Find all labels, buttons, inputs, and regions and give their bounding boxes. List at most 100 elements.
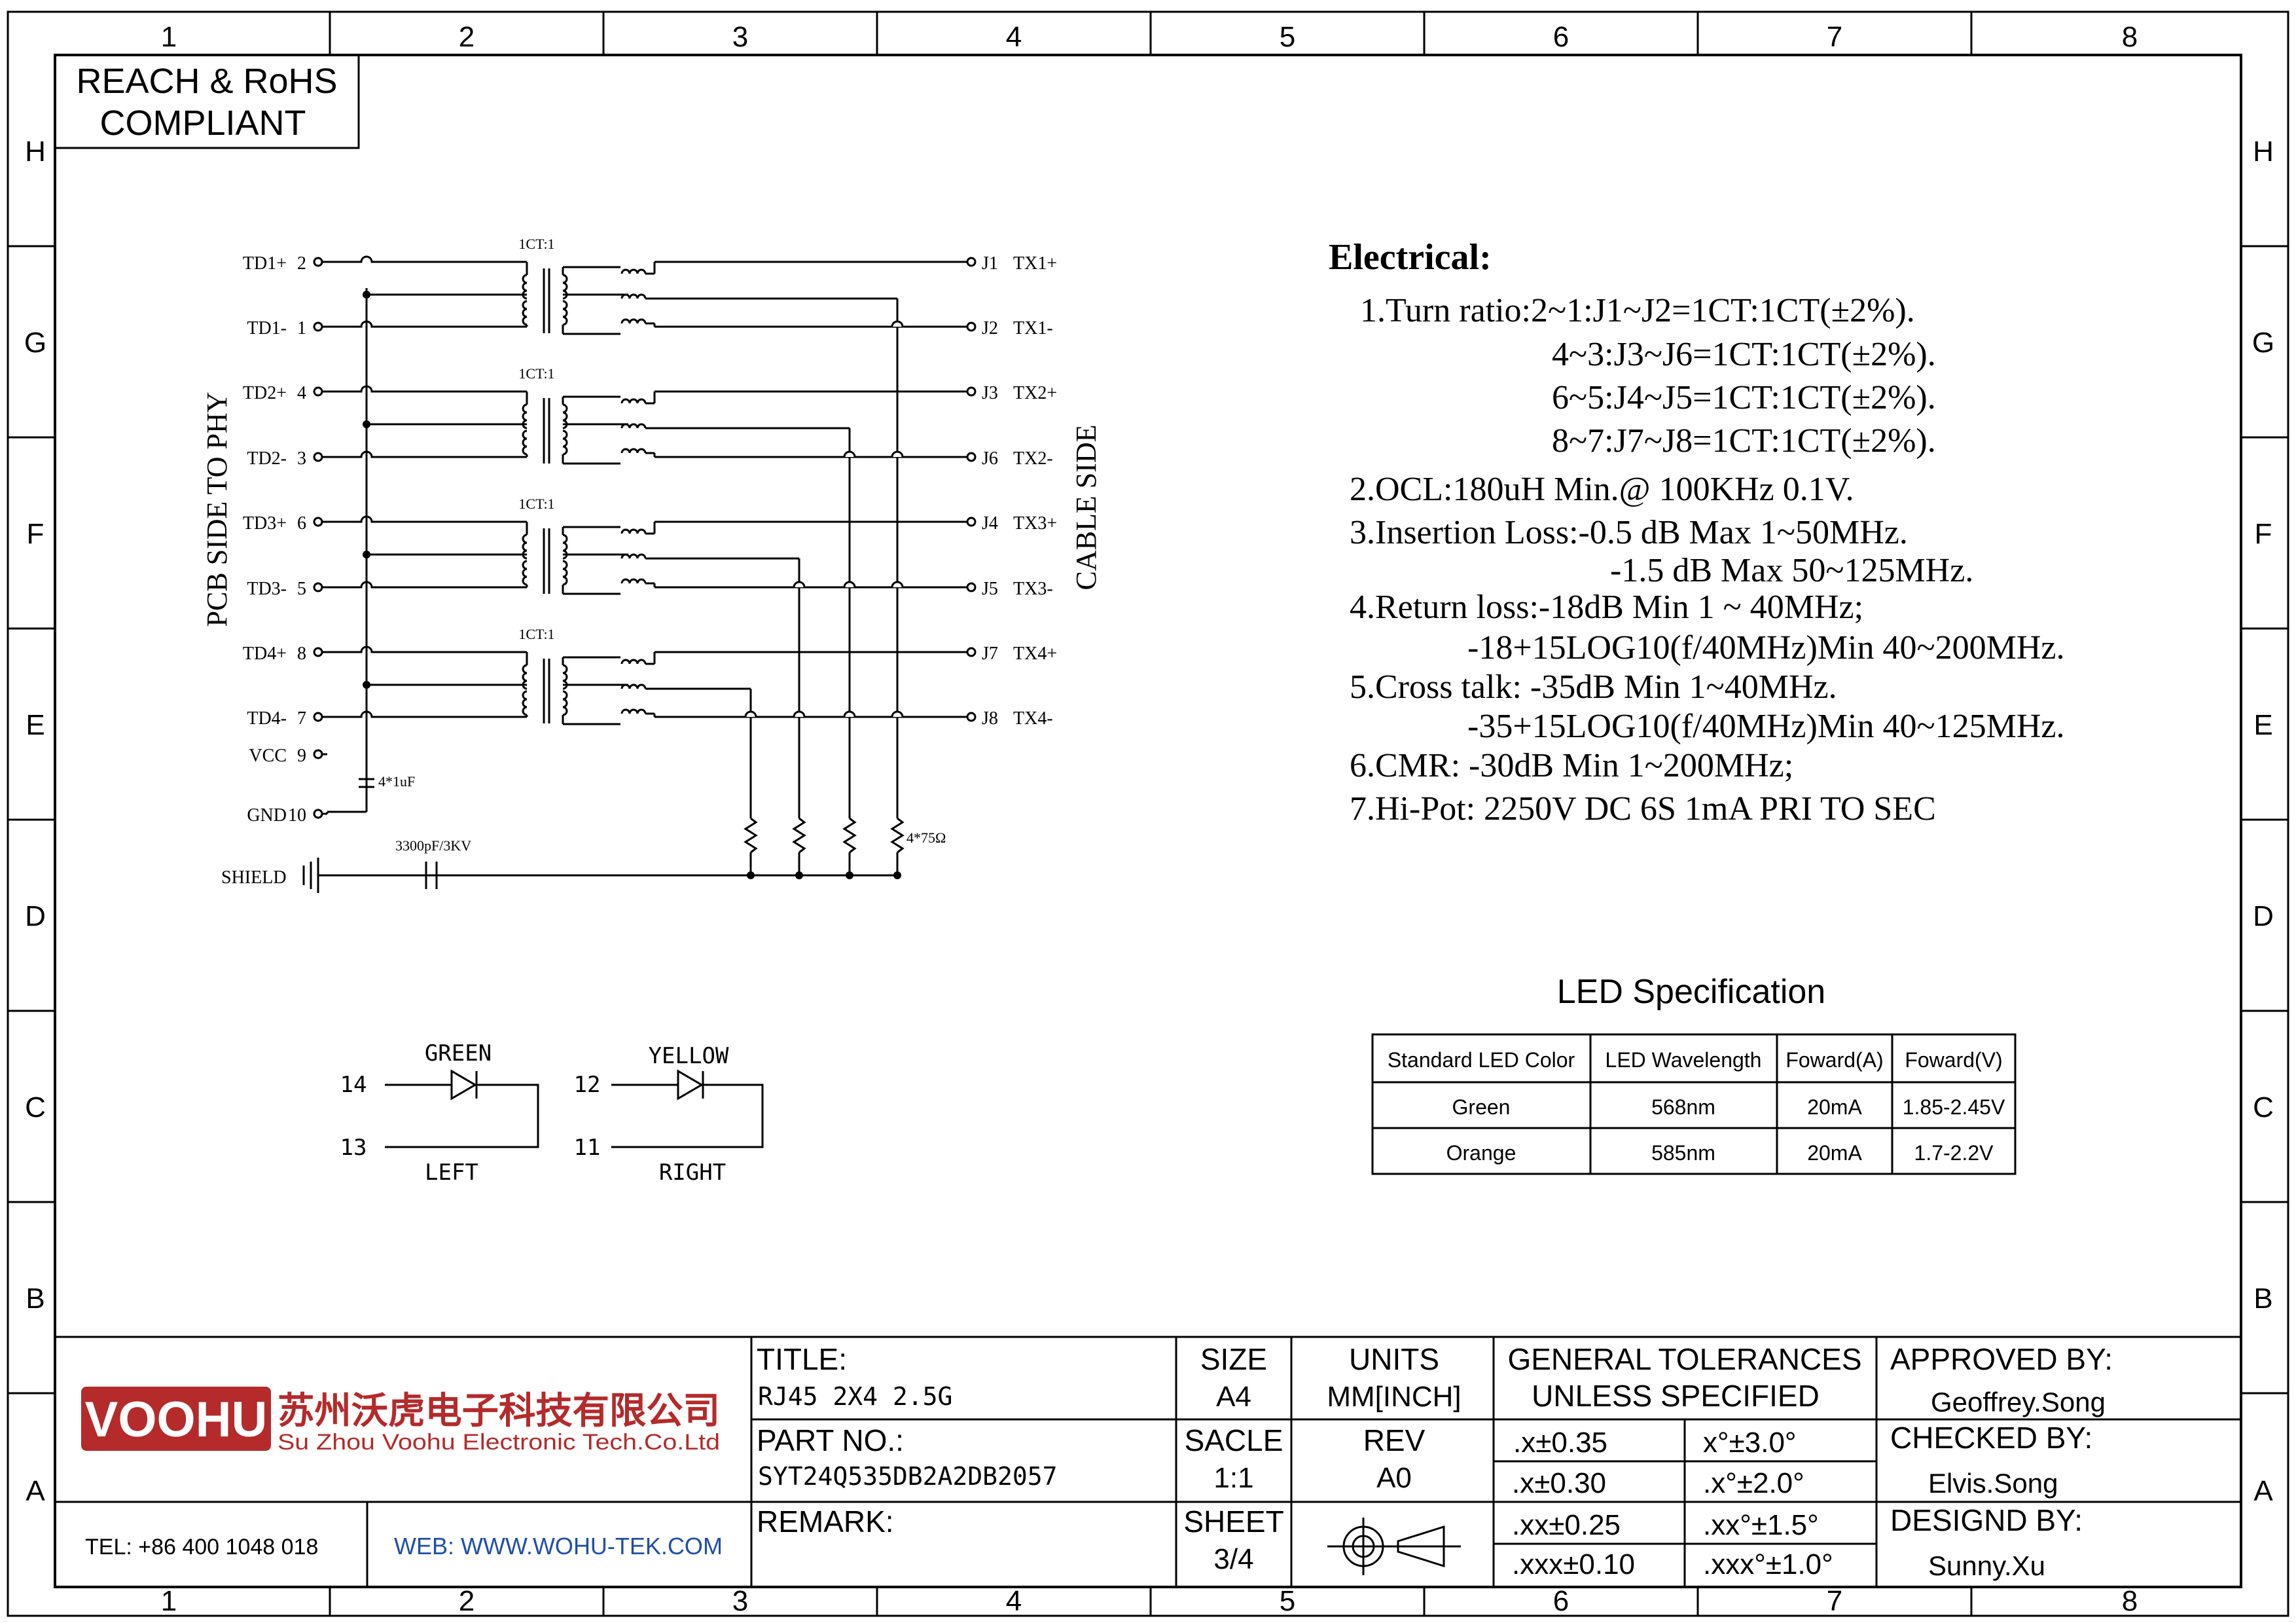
schematic-labels: TD1+2TD1-1TD2+4TD2-3TD3+6TD3-5TD4+8TD4-7… (243, 236, 1057, 826)
led-left (385, 1069, 539, 1148)
pcb-side-label: PCB SIDE TO PHY (201, 392, 233, 627)
title-block-lines (55, 1336, 2241, 1587)
zone-column-label: 2 (459, 21, 475, 53)
electrical-line: -1.5 dB Max 50~125MHz. (1610, 552, 1973, 589)
left-pin-number: 6 (297, 513, 306, 534)
zone-column-label: 4 (1006, 21, 1022, 53)
shield-cap-label: 3300pF/3KV (395, 837, 471, 854)
electrical-line: -35+15LOG10(f/40MHz)Min 40~125MHz. (1467, 708, 2064, 745)
right-pin-id: J7 (982, 644, 998, 664)
left-pin-terminal (313, 647, 323, 657)
tolerance-linear: .xx±0.25 (1512, 1509, 1621, 1541)
led-right-pin-b: 11 (574, 1135, 601, 1161)
table-cell: Green (1452, 1095, 1511, 1119)
transformer-group (363, 651, 967, 879)
table-header-cell: Foward(V) (1905, 1048, 2002, 1072)
zone-column-label: 5 (1280, 1585, 1295, 1617)
left-pin-name: TD2+ (243, 383, 287, 403)
electrical-line: 7.Hi-Pot: 2250V DC 6S 1mA PRI TO SEC (1350, 790, 1936, 828)
left-pin-terminal (313, 809, 323, 819)
zone-column-label: 6 (1553, 21, 1569, 53)
tolerance-angular: .x°±2.0° (1703, 1467, 1804, 1499)
left-pin-number: 8 (297, 644, 306, 664)
right-pin-terminal (966, 257, 977, 267)
tolerance-angular: x°±3.0° (1703, 1427, 1797, 1459)
left-pin-terminal (313, 582, 323, 593)
right-pin-name: TX2+ (1013, 383, 1057, 403)
zone-column-label: 7 (1827, 1585, 1842, 1617)
electrical-heading: Electrical: (1329, 237, 1492, 278)
led-right-pin-a: 12 (574, 1072, 601, 1098)
left-pin-terminal (313, 749, 323, 759)
tolerances-title-1: GENERAL TOLERANCES (1507, 1342, 1861, 1376)
electrical-line: 1.Turn ratio:2~1:J1~J2=1CT:1CT(±2%). (1360, 292, 1915, 329)
zone-column-label: 3 (732, 21, 748, 53)
designed-value: Sunny.Xu (1928, 1550, 2045, 1581)
resistor-value-label: 4*75Ω (906, 830, 946, 846)
right-pin-id: J2 (982, 318, 998, 338)
right-pin-name: TX1- (1013, 318, 1053, 338)
led-left-label: LEFT (425, 1159, 478, 1186)
transformer-ratio-label: 1CT:1 (518, 365, 554, 382)
zone-row-label: B (2253, 1283, 2272, 1315)
tolerance-angular: .xx°±1.5° (1703, 1509, 1819, 1541)
zone-row-label: E (2253, 709, 2272, 741)
left-pin-number: 10 (288, 805, 306, 826)
zone-row-label: C (2253, 1091, 2274, 1123)
web-link[interactable]: WEB: WWW.WOHU-TEK.COM (394, 1533, 723, 1559)
left-pin-name: VCC (249, 746, 287, 766)
transformer-group (363, 520, 967, 879)
left-pin-terminal (313, 712, 323, 722)
zone-row-label: B (26, 1283, 45, 1315)
right-pin-name: TX3+ (1013, 513, 1057, 534)
rev-label: REV (1363, 1423, 1426, 1457)
scale-value: 1:1 (1213, 1462, 1253, 1494)
left-pin-terminal (313, 321, 323, 332)
zone-column-label: 5 (1280, 21, 1295, 53)
left-pin-terminal (313, 386, 323, 397)
table-cell: 1.7-2.2V (1914, 1141, 1994, 1165)
right-pin-name: TX3- (1013, 579, 1053, 599)
table-cell: 20mA (1807, 1095, 1862, 1119)
right-pin-terminal (966, 386, 977, 397)
left-pin-number: 9 (297, 746, 306, 766)
table-header-cell: Foward(A) (1785, 1048, 1883, 1072)
remark-label: REMARK: (757, 1504, 894, 1539)
zone-row-label: H (25, 136, 46, 168)
compliance-box: REACH & RoHS COMPLIANT (54, 54, 360, 149)
led-left-pin-b: 13 (340, 1135, 367, 1161)
zone-row-label: G (24, 327, 46, 359)
right-pin-terminal (966, 582, 977, 593)
table-header-cell: Standard LED Color (1388, 1048, 1575, 1072)
designed-label: DESIGND BY: (1890, 1503, 2083, 1537)
right-pin-name: TX4+ (1013, 644, 1057, 664)
left-pin-terminal (313, 452, 323, 462)
table-cell: 20mA (1807, 1141, 1862, 1165)
zone-row-label: A (26, 1475, 45, 1507)
left-pin-number: 3 (297, 448, 306, 469)
electrical-line: 8~7:J7~J8=1CT:1CT(±2%). (1552, 422, 1936, 460)
zone-column-label: 3 (732, 1585, 748, 1617)
left-pin-name: GND (247, 805, 287, 826)
left-pin-terminal (313, 517, 323, 527)
table-cell: 585nm (1651, 1141, 1715, 1165)
table-cell: Orange (1446, 1141, 1516, 1165)
zone-column-label: 4 (1006, 1585, 1022, 1617)
right-pin-id: J3 (982, 383, 998, 403)
electrical-line: -18+15LOG10(f/40MHz)Min 40~200MHz. (1467, 629, 2064, 666)
tolerances-title-2: UNLESS SPECIFIED (1532, 1379, 1820, 1413)
title-value: RJ45 2X4 2.5G (758, 1382, 952, 1411)
led-right-color: YELLOW (649, 1043, 729, 1069)
right-pin-name: TX4- (1013, 708, 1053, 729)
led-spec-title: LED Specification (1557, 973, 1825, 1011)
compliance-line-1: REACH & RoHS (76, 62, 337, 101)
led-left-color: GREEN (425, 1040, 492, 1067)
logo-text: VOOHU (85, 1392, 268, 1448)
left-pin-number: 4 (297, 383, 306, 403)
left-pin-number: 1 (297, 318, 306, 338)
electrical-line: 4.Return loss:-18dB Min 1 ~ 40MHz; (1350, 589, 1863, 626)
left-pin-name: TD4- (247, 708, 287, 729)
left-pin-name: TD3+ (243, 513, 287, 534)
zone-row-label: A (2253, 1475, 2273, 1507)
